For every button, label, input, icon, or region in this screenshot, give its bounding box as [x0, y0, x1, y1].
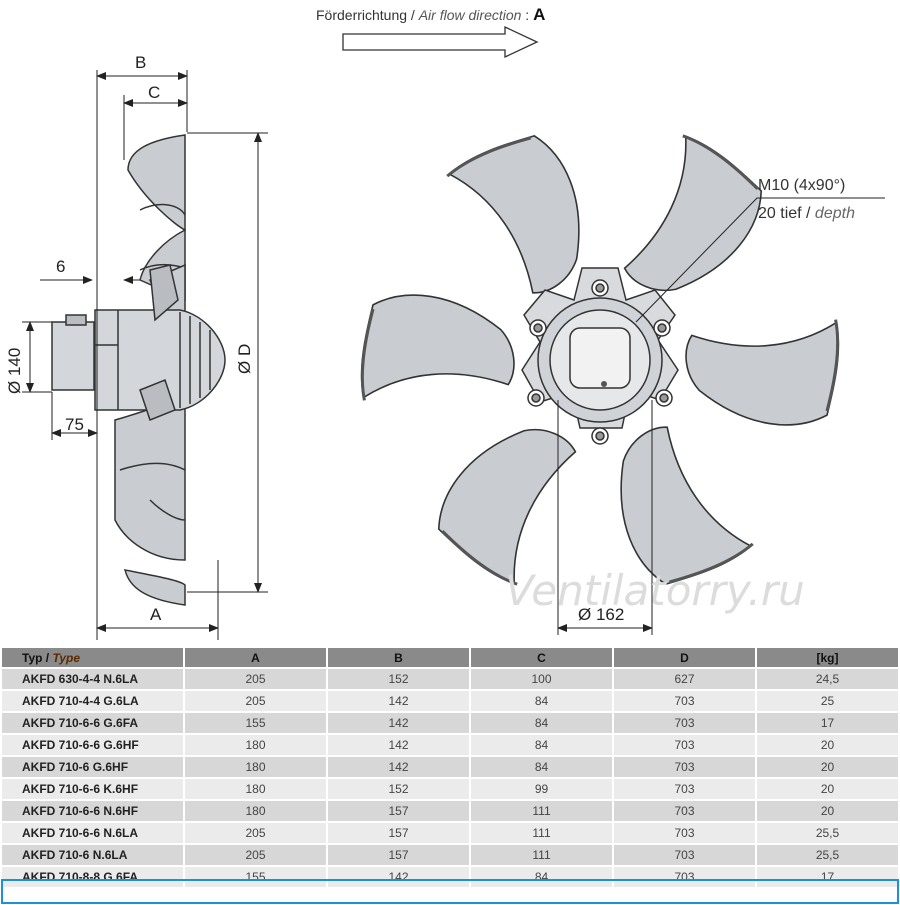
- cell-value: 703: [614, 801, 755, 821]
- thread-note-line1: M10 (4x90°): [758, 177, 845, 194]
- cell-value: 157: [328, 801, 469, 821]
- header-a: A: [185, 648, 326, 667]
- cell-type: AKFD 710-6-6 N.6LA: [2, 823, 183, 843]
- front-dimension-lines: [557, 197, 885, 635]
- cell-value: 703: [614, 713, 755, 733]
- airflow-arrow-icon: [342, 25, 539, 59]
- cell-value: 84: [471, 735, 612, 755]
- cell-value: 84: [471, 713, 612, 733]
- cell-value: 111: [471, 823, 612, 843]
- cell-value: 703: [614, 691, 755, 711]
- cell-value: 142: [328, 713, 469, 733]
- dim-d-label: Ø D: [235, 344, 254, 374]
- header-kg: [kg]: [757, 648, 898, 667]
- cell-value: 25,5: [757, 823, 898, 843]
- cell-value: 157: [328, 823, 469, 843]
- dim-140-label: Ø 140: [5, 348, 24, 394]
- cell-type: AKFD 710-6 G.6HF: [2, 757, 183, 777]
- cell-type: AKFD 710-6-6 N.6HF: [2, 801, 183, 821]
- cell-value: 17: [757, 713, 898, 733]
- fan-side-view: [51, 134, 226, 606]
- cell-value: 152: [328, 779, 469, 799]
- cell-value: 703: [614, 757, 755, 777]
- cell-value: 155: [185, 713, 326, 733]
- cell-type: AKFD 710-6 N.6LA: [2, 845, 183, 865]
- cell-value: 152: [328, 669, 469, 689]
- cell-value: 180: [185, 801, 326, 821]
- header-b: B: [328, 648, 469, 667]
- cell-type: AKFD 630-4-4 N.6LA: [2, 669, 183, 689]
- fan-front-view: [339, 109, 861, 611]
- cell-value: 627: [614, 669, 755, 689]
- dim-6-label: 6: [56, 257, 65, 276]
- cell-value: 100: [471, 669, 612, 689]
- cell-value: 111: [471, 845, 612, 865]
- cell-value: 84: [471, 691, 612, 711]
- thread-note-line2: 20 tief / depth: [758, 205, 855, 222]
- cell-value: 111: [471, 801, 612, 821]
- cell-value: 155: [185, 867, 326, 887]
- cell-value: 180: [185, 779, 326, 799]
- cell-value: 205: [185, 669, 326, 689]
- cell-value: 157: [328, 845, 469, 865]
- dim-162-label: Ø 162: [578, 605, 624, 624]
- cell-value: 20: [757, 779, 898, 799]
- cell-value: 142: [328, 867, 469, 887]
- header-type: Typ / Type: [2, 648, 183, 667]
- cell-value: 84: [471, 757, 612, 777]
- spec-table: Typ / Type A B C D [kg] AKFD 630-4-4 N.6…: [0, 646, 900, 889]
- fan-technical-drawing: Förderrichtung / Air flow direction : A: [5, 5, 885, 640]
- cell-value: 99: [471, 779, 612, 799]
- cell-value: 20: [757, 757, 898, 777]
- cell-type: AKFD 710-8-8 G.6FA: [2, 867, 183, 887]
- header-d: D: [614, 648, 755, 667]
- spec-table-header: Typ / Type A B C D [kg]: [2, 648, 898, 667]
- cell-value: 25,5: [757, 845, 898, 865]
- cell-value: 20: [757, 801, 898, 821]
- cell-value: 20: [757, 735, 898, 755]
- dim-c-label: C: [148, 83, 160, 102]
- cell-value: 180: [185, 757, 326, 777]
- cell-type: AKFD 710-4-4 G.6LA: [2, 691, 183, 711]
- cell-value: 17: [757, 867, 898, 887]
- cell-value: 703: [614, 867, 755, 887]
- airflow-label: Förderrichtung / Air flow direction : A: [316, 5, 545, 24]
- cell-value: 703: [614, 845, 755, 865]
- cell-value: 703: [614, 735, 755, 755]
- cell-value: 205: [185, 823, 326, 843]
- cell-value: 25: [757, 691, 898, 711]
- dim-75-label: 75: [65, 415, 84, 434]
- cell-value: 703: [614, 823, 755, 843]
- cell-value: 180: [185, 735, 326, 755]
- watermark: Ventilatorry.ru: [505, 566, 805, 615]
- cell-value: 84: [471, 867, 612, 887]
- cell-value: 142: [328, 757, 469, 777]
- side-dimension-lines: [22, 70, 268, 640]
- dim-b-label: B: [135, 53, 146, 72]
- cell-value: 205: [185, 691, 326, 711]
- dim-a-label: A: [150, 605, 162, 624]
- cell-value: 142: [328, 735, 469, 755]
- cell-type: AKFD 710-6-6 K.6HF: [2, 779, 183, 799]
- cell-value: 205: [185, 845, 326, 865]
- header-c: C: [471, 648, 612, 667]
- cell-type: AKFD 710-6-6 G.6HF: [2, 735, 183, 755]
- cell-type: AKFD 710-6-6 G.6FA: [2, 713, 183, 733]
- cell-value: 703: [614, 779, 755, 799]
- cell-value: 142: [328, 691, 469, 711]
- cell-value: 24,5: [757, 669, 898, 689]
